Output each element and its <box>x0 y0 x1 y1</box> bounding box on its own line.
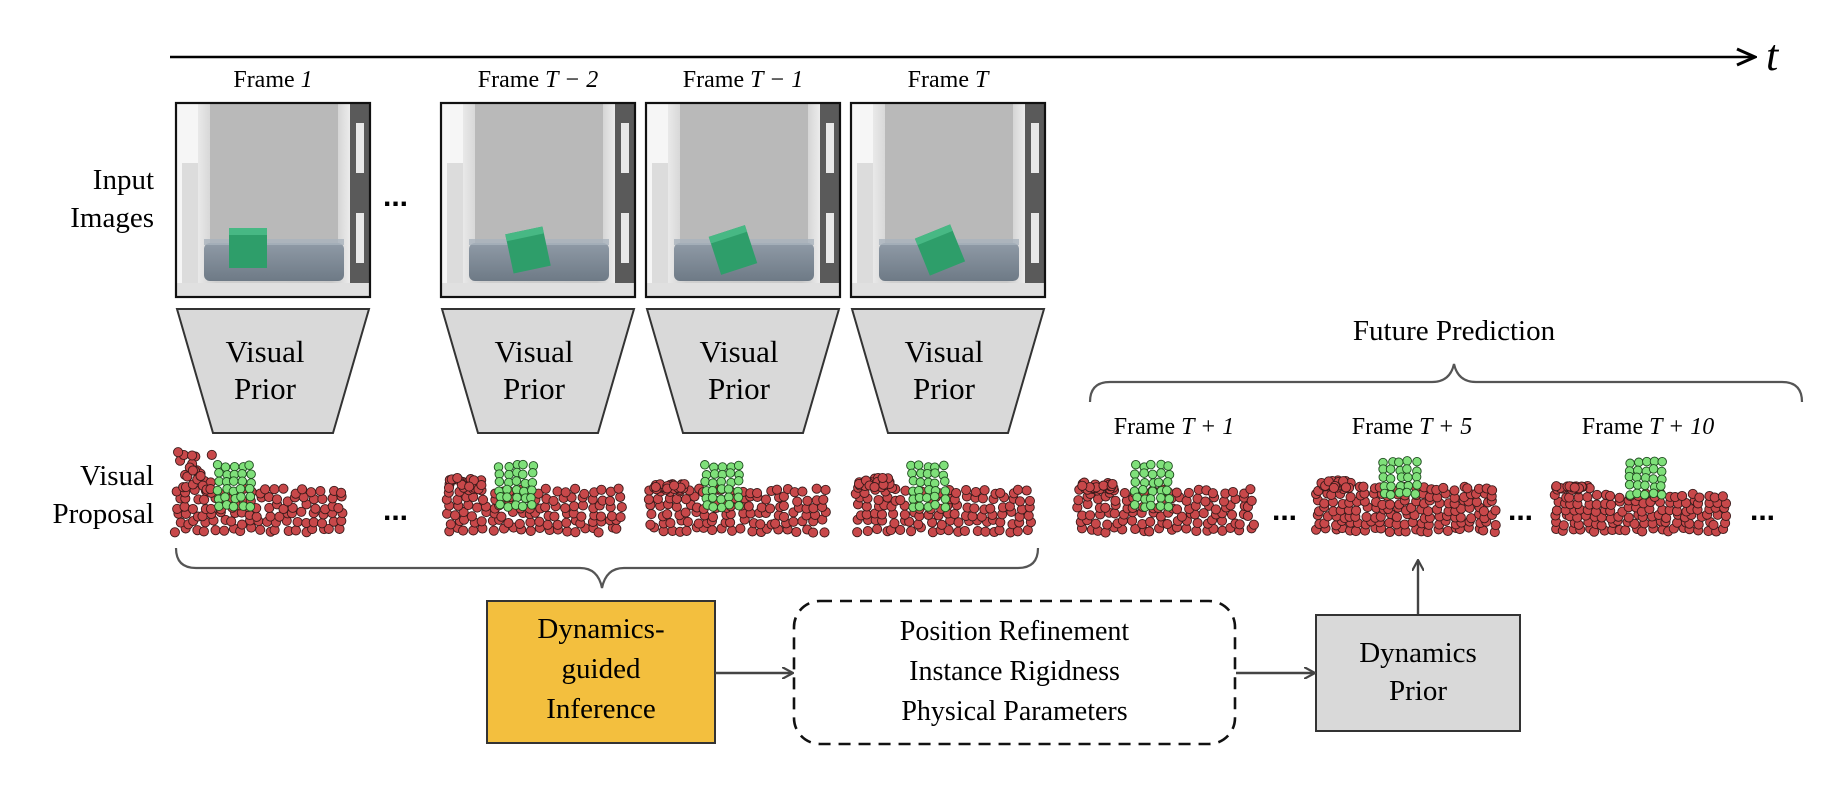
future-frame-label-t-plus-1: Frame T + 1 <box>1113 414 1235 440</box>
visual-proposal-2 <box>441 459 627 538</box>
future-frame-label-t-plus-10: Frame T + 10 <box>1581 414 1715 440</box>
visual-proposal-label: Visual Proposal <box>52 460 155 530</box>
visual-proposal-3 <box>643 460 831 538</box>
future-prediction-title: Future Prediction <box>1352 315 1556 347</box>
proposal-brace <box>174 547 1040 589</box>
input-image-3 <box>644 101 842 299</box>
future-frame-t-plus-5 <box>1311 456 1501 538</box>
dynamics-prior-box <box>1315 614 1521 732</box>
future-frame-t-plus-1 <box>1072 459 1259 538</box>
frame-label-t-minus-2: Frame T − 2 <box>477 67 599 93</box>
time-symbol: t <box>1766 31 1779 80</box>
dynamics-guided-inference-box <box>486 600 716 744</box>
ellipsis-future-3: ... <box>1750 494 1776 527</box>
frame-label-t-minus-1: Frame T − 1 <box>682 67 804 93</box>
input-image-2 <box>439 101 637 299</box>
input-images-label: Input Images <box>70 164 154 234</box>
particle-clouds <box>169 447 1732 538</box>
visual-prior-encoder-2 <box>440 308 636 434</box>
frame-label-1: Frame 1 <box>233 67 313 93</box>
input-image-1 <box>174 101 372 299</box>
input-image-4 <box>849 101 1047 299</box>
visual-prior-encoder-4 <box>850 308 1046 434</box>
ellipsis-images: ... <box>383 180 409 213</box>
future-frame-label-t-plus-5: Frame T + 5 <box>1351 414 1473 440</box>
visual-prior-encoder-1 <box>175 308 371 434</box>
ellipsis-future-1: ... <box>1272 494 1298 527</box>
frame-label-t: Frame T <box>907 67 989 93</box>
ellipsis-proposal: ... <box>383 494 409 527</box>
input-image-thumbnails <box>174 101 1047 299</box>
visual-prior-encoders <box>175 308 1046 434</box>
visual-proposal-1 <box>169 447 348 538</box>
dynamics-prior-box-text: Dynamics Prior <box>1359 637 1477 707</box>
visual-prior-encoder-3 <box>645 308 841 434</box>
visual-proposal-4 <box>850 460 1036 538</box>
future-frame-t-plus-10 <box>1549 456 1732 537</box>
future-brace <box>1088 363 1804 403</box>
inference-box-text: Dynamics- guided Inference <box>537 613 665 725</box>
refinement-box-text: Position Refinement Instance Rigidness P… <box>899 616 1130 727</box>
ellipsis-future-2: ... <box>1508 494 1534 527</box>
